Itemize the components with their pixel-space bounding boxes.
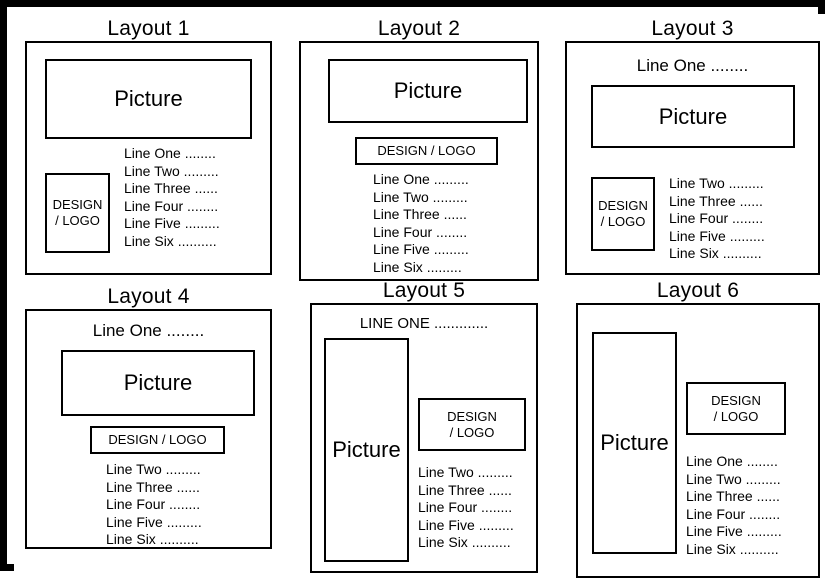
design-logo-box-6[interactable]: DESIGN / LOGO — [686, 382, 786, 435]
design-logo-line2-6: / LOGO — [713, 408, 759, 424]
design-logo-label-1: DESIGN / LOGO — [53, 197, 103, 229]
line-list-2: Line One ......... Line Two ......... Li… — [373, 171, 469, 277]
list-item: Line Four ........ — [106, 496, 201, 513]
layout-title-5: Layout 5 — [382, 279, 466, 302]
layout-title-2: Layout 2 — [377, 17, 461, 40]
layout-card-2[interactable]: Layout 2 Picture DESIGN / LOGO Line One … — [299, 16, 539, 281]
picture-box-2[interactable]: Picture — [328, 59, 528, 123]
list-item: Line Three ...... — [106, 478, 200, 495]
list-item: Line One ......... — [373, 171, 469, 187]
design-logo-line2-3: / LOGO — [600, 214, 646, 229]
design-logo-line2-5: / LOGO — [449, 424, 495, 440]
layout-panel-4: Line One ........ Picture DESIGN / LOGO … — [25, 309, 272, 549]
list-item: Line Three ...... — [418, 481, 512, 498]
list-item: Line Two ......... — [373, 188, 468, 205]
headline-4: Line One ........ — [92, 321, 205, 340]
list-item: Line Six .......... — [686, 540, 779, 557]
layout-panel-1: Picture DESIGN / LOGO Line One ........ … — [25, 41, 272, 275]
layout-title-4: Layout 4 — [107, 285, 190, 308]
list-item: Line Five ......... — [373, 241, 469, 258]
line-list-3: Line Two ......... Line Three ...... Lin… — [669, 175, 765, 263]
headline-5: LINE ONE ............. — [359, 315, 489, 332]
list-item: Line Six .......... — [669, 245, 762, 262]
list-item: Line Five ......... — [686, 523, 782, 540]
design-logo-label-4: DESIGN / LOGO — [108, 432, 207, 447]
design-logo-label-5: DESIGN / LOGO — [447, 409, 497, 441]
line-list-6: Line One ........ Line Two ......... Lin… — [686, 453, 782, 559]
list-item: Line Two ......... — [686, 470, 781, 487]
list-item: Line Four ........ — [686, 505, 781, 522]
list-item: Line Two ......... — [124, 162, 219, 179]
headline-3: Line One ........ — [636, 56, 749, 75]
list-item: Line Four ........ — [418, 499, 513, 516]
list-item: Line Two ......... — [106, 461, 201, 477]
list-item: Line Three ...... — [686, 488, 780, 505]
picture-label-3: Picture — [658, 103, 728, 129]
design-logo-bar-2[interactable]: DESIGN / LOGO — [355, 137, 498, 165]
picture-label-6: Picture — [600, 430, 669, 455]
list-item: Line Five ......... — [106, 513, 202, 530]
layout-card-1[interactable]: Layout 1 Picture DESIGN / LOGO Line One … — [25, 16, 272, 275]
line-list-5: Line Two ......... Line Three ...... Lin… — [418, 464, 514, 552]
list-item: Line Five ......... — [418, 516, 514, 533]
list-item: Line Five ......... — [124, 215, 220, 232]
layout-card-3[interactable]: Layout 3 Line One ........ Picture DESIG… — [565, 16, 820, 275]
picture-box-6[interactable]: Picture — [592, 332, 677, 554]
design-logo-label-6: DESIGN / LOGO — [711, 393, 761, 425]
layout-card-5[interactable]: Layout 5 LINE ONE ............. Picture … — [310, 278, 538, 573]
list-item: Line Two ......... — [418, 464, 513, 480]
layout-card-4[interactable]: Layout 4 Line One ........ Picture DESIG… — [25, 284, 272, 549]
list-item: Line Three ...... — [124, 180, 218, 197]
layout-panel-3: Line One ........ Picture DESIGN / LOGO … — [565, 41, 820, 275]
layout-panel-5: LINE ONE ............. Picture DESIGN / … — [310, 303, 538, 573]
layout-panel-2: Picture DESIGN / LOGO Line One .........… — [299, 41, 539, 281]
picture-label-2: Picture — [393, 78, 463, 103]
picture-box-3[interactable]: Picture — [591, 85, 795, 148]
list-item: Line Six ......... — [373, 258, 462, 275]
layouts-sheet: Layout 1 Picture DESIGN / LOGO Line One … — [14, 14, 825, 578]
design-logo-label-3: DESIGN / LOGO — [598, 198, 648, 230]
design-logo-bar-4[interactable]: DESIGN / LOGO — [90, 426, 225, 454]
picture-label-5: Picture — [332, 437, 401, 462]
picture-label-1: Picture — [114, 86, 183, 111]
picture-box-4[interactable]: Picture — [61, 350, 255, 416]
design-logo-box-1[interactable]: DESIGN / LOGO — [45, 173, 110, 253]
list-item: Line Four ........ — [373, 223, 468, 240]
design-logo-line1-5: DESIGN — [447, 408, 497, 424]
list-item: Line One ........ — [124, 145, 216, 161]
layout-panel-6: Picture DESIGN / LOGO Line One ........ … — [576, 303, 820, 578]
list-item: Line Four ........ — [669, 210, 764, 227]
design-logo-line1-1: DESIGN — [52, 197, 103, 212]
picture-box-5[interactable]: Picture — [324, 338, 409, 562]
line-list-4: Line Two ......... Line Three ...... Lin… — [106, 461, 202, 549]
design-logo-box-3[interactable]: DESIGN / LOGO — [591, 177, 655, 251]
list-item: Line Two ......... — [669, 175, 764, 191]
picture-label-4: Picture — [123, 370, 193, 395]
layout-card-6[interactable]: Layout 6 Picture DESIGN / LOGO Line One … — [576, 278, 820, 578]
layout-title-3: Layout 3 — [651, 17, 734, 40]
picture-box-1[interactable]: Picture — [45, 59, 252, 139]
design-logo-line2-1: / LOGO — [55, 213, 100, 228]
list-item: Line One ........ — [686, 453, 778, 469]
list-item: Line Four ........ — [124, 197, 219, 214]
list-item: Line Three ...... — [373, 206, 467, 223]
line-list-1: Line One ........ Line Two ......... Lin… — [124, 145, 220, 251]
list-item: Line Three ...... — [669, 192, 763, 209]
list-item: Line Six .......... — [124, 232, 217, 249]
layout-title-6: Layout 6 — [656, 279, 740, 302]
design-logo-line1-3: DESIGN — [598, 198, 648, 213]
list-item: Line Five ......... — [669, 227, 765, 244]
design-logo-label-2: DESIGN / LOGO — [377, 143, 476, 158]
design-logo-line1-6: DESIGN — [711, 392, 761, 408]
design-logo-box-5[interactable]: DESIGN / LOGO — [418, 398, 526, 451]
list-item: Line Six .......... — [106, 531, 199, 548]
list-item: Line Six .......... — [418, 534, 511, 551]
layout-title-1: Layout 1 — [107, 17, 190, 40]
